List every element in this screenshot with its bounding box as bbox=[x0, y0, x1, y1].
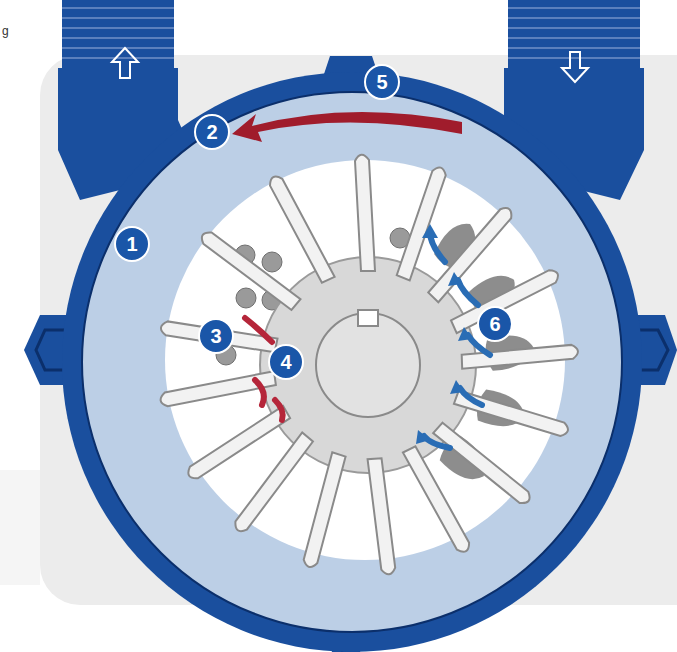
callout-number: 5 bbox=[364, 64, 400, 100]
callout-number: 2 bbox=[194, 114, 230, 150]
callout-number: 4 bbox=[268, 344, 304, 380]
callout-number: 1 bbox=[114, 226, 150, 262]
rotation-arrow bbox=[232, 112, 462, 142]
cropped-text: g bbox=[2, 24, 9, 38]
pump-housing bbox=[62, 72, 642, 652]
pump-chamber bbox=[82, 92, 622, 632]
housing-lugs bbox=[24, 56, 677, 652]
callout-number: 3 bbox=[198, 318, 234, 354]
callout-number: 6 bbox=[477, 306, 513, 342]
flow-arrows bbox=[245, 232, 490, 448]
impeller-hub bbox=[316, 313, 420, 417]
impeller-vanes bbox=[159, 155, 579, 575]
